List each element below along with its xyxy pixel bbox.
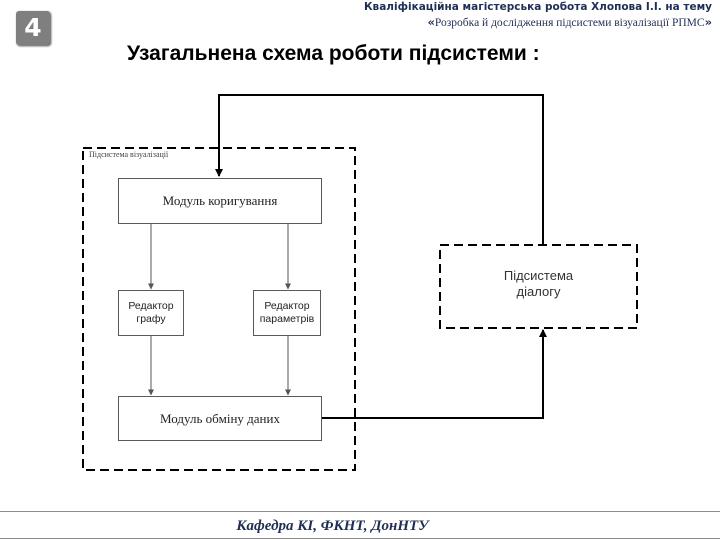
correction-module-label: Модуль коригування	[162, 193, 278, 208]
footer-department: Кафедра КІ, ФКНТ, ДонНТУ	[236, 518, 429, 534]
footer-rule-top	[0, 511, 720, 512]
graph-editor-label-line2: графу	[136, 313, 166, 325]
open-quote: «	[427, 15, 435, 29]
param-editor-label-line2: параметрів	[259, 313, 315, 325]
dialog-subsystem-box	[439, 244, 638, 329]
header-topic-line: «Розробка й дослідження підсистеми візуа…	[427, 15, 712, 29]
param-editor-box: Редактор параметрів	[253, 290, 321, 336]
visualization-subsystem-container	[82, 147, 356, 471]
slide-title: Узагальнена схема роботи підсистеми :	[127, 42, 540, 65]
footer-rule-bottom	[0, 538, 720, 539]
slide-number-badge: 4	[16, 11, 50, 45]
graph-editor-box: Редактор графу	[118, 290, 184, 336]
correction-module-box: Модуль коригування	[118, 178, 322, 224]
arrow-exchange-to-dialog	[322, 329, 547, 419]
graph-editor-label-line1: Редактор	[128, 300, 174, 312]
header-topic-text: Розробка й дослідження підсистеми візуал…	[434, 17, 705, 29]
exchange-module-label: Модуль обміну даних	[160, 410, 280, 426]
param-editor-label-line1: Редактор	[264, 300, 310, 312]
header-thesis-line: Кваліфікаційна магістерська робота Хлопо…	[363, 1, 712, 13]
container-label: Підсистема візуалізації	[89, 150, 169, 159]
dialog-label-line1: Підсистема	[503, 268, 574, 283]
dialog-subsystem-label: Підсистема діалогу	[440, 268, 637, 300]
dialog-label-line2: діалогу	[516, 284, 561, 299]
feedback-arrow-dialog-to-correction	[215, 94, 544, 245]
close-quote: »	[704, 15, 712, 29]
exchange-module-box: Модуль обміну даних	[118, 396, 322, 441]
